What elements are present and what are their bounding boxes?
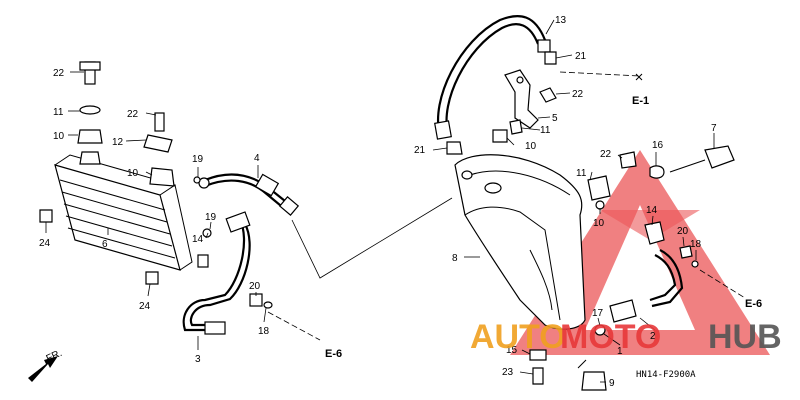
callout-7: 7 bbox=[711, 123, 717, 134]
callout-10: 10 bbox=[53, 131, 65, 142]
callout-21: 21 bbox=[414, 145, 426, 156]
callout-15: 15 bbox=[506, 345, 518, 356]
reference-e6: E-6 bbox=[745, 298, 762, 310]
callout-9: 9 bbox=[609, 378, 615, 389]
callout-2: 2 bbox=[650, 331, 656, 342]
drain-bolt-parts bbox=[529, 349, 607, 391]
front-label: FR. bbox=[45, 348, 64, 365]
fittings-cluster-right bbox=[587, 151, 699, 336]
callout-22: 22 bbox=[600, 149, 612, 160]
oil-tank bbox=[454, 154, 586, 330]
callout-20: 20 bbox=[249, 281, 261, 292]
small-fittings-center bbox=[193, 176, 273, 309]
watermark-hub: HUB bbox=[708, 318, 782, 356]
callout-14: 14 bbox=[192, 234, 204, 245]
callout-22: 22 bbox=[53, 68, 65, 79]
callout-22: 22 bbox=[572, 89, 584, 100]
cooler-bolts-stack bbox=[39, 61, 175, 285]
callout-24: 24 bbox=[39, 238, 51, 249]
diagram-code: HN14-F2900A bbox=[636, 370, 696, 380]
callout-14: 14 bbox=[646, 205, 658, 216]
callout-6: 6 bbox=[102, 239, 108, 250]
callout-22: 22 bbox=[127, 109, 139, 120]
reference-labels: E-1 E-6 E-6 bbox=[325, 95, 762, 360]
callout-5: 5 bbox=[552, 113, 558, 124]
callout-19: 19 bbox=[205, 212, 217, 223]
watermark-moto: MOTO bbox=[560, 318, 661, 356]
callout-10: 10 bbox=[525, 141, 537, 152]
watermark-text: AUTO MOTO HUB bbox=[470, 318, 782, 356]
callout-16: 16 bbox=[652, 140, 664, 151]
callout-13: 13 bbox=[555, 15, 567, 26]
leader-lines bbox=[45, 19, 715, 383]
callout-17: 17 bbox=[592, 308, 604, 319]
callout-23: 23 bbox=[502, 367, 514, 378]
callout-12: 12 bbox=[112, 137, 124, 148]
oil-level-sensor-7 bbox=[649, 145, 735, 179]
callout-10: 10 bbox=[127, 168, 139, 179]
callout-3: 3 bbox=[195, 354, 201, 365]
reference-e6: E-6 bbox=[325, 348, 342, 360]
callout-18: 18 bbox=[258, 326, 270, 337]
callout-labels: 22 11 10 22 12 10 19 4 24 6 19 14 24 20 … bbox=[39, 15, 717, 389]
callout-21: 21 bbox=[575, 51, 587, 62]
breather-hose-13 bbox=[434, 15, 551, 140]
callout-19: 19 bbox=[192, 154, 204, 165]
callout-20: 20 bbox=[677, 226, 689, 237]
oil-pipe-3 bbox=[182, 211, 251, 335]
oil-pipe-4 bbox=[198, 173, 300, 216]
front-arrow-icon bbox=[28, 356, 58, 382]
callout-1: 1 bbox=[617, 346, 623, 357]
reference-e1: E-1 bbox=[632, 95, 649, 107]
front-direction-indicator: FR. bbox=[28, 348, 64, 382]
callout-10: 10 bbox=[593, 218, 605, 229]
oil-cooler bbox=[54, 154, 193, 271]
callout-4: 4 bbox=[254, 153, 260, 164]
callout-11: 11 bbox=[576, 168, 587, 179]
callout-11: 11 bbox=[540, 125, 551, 136]
callout-8: 8 bbox=[452, 253, 458, 264]
watermark-auto: AUTO bbox=[470, 318, 566, 356]
callout-11: 11 bbox=[53, 107, 64, 118]
tank-bracket-5 bbox=[446, 51, 557, 155]
callout-18: 18 bbox=[690, 239, 702, 250]
connection-lines bbox=[267, 71, 746, 341]
callout-24: 24 bbox=[139, 301, 151, 312]
